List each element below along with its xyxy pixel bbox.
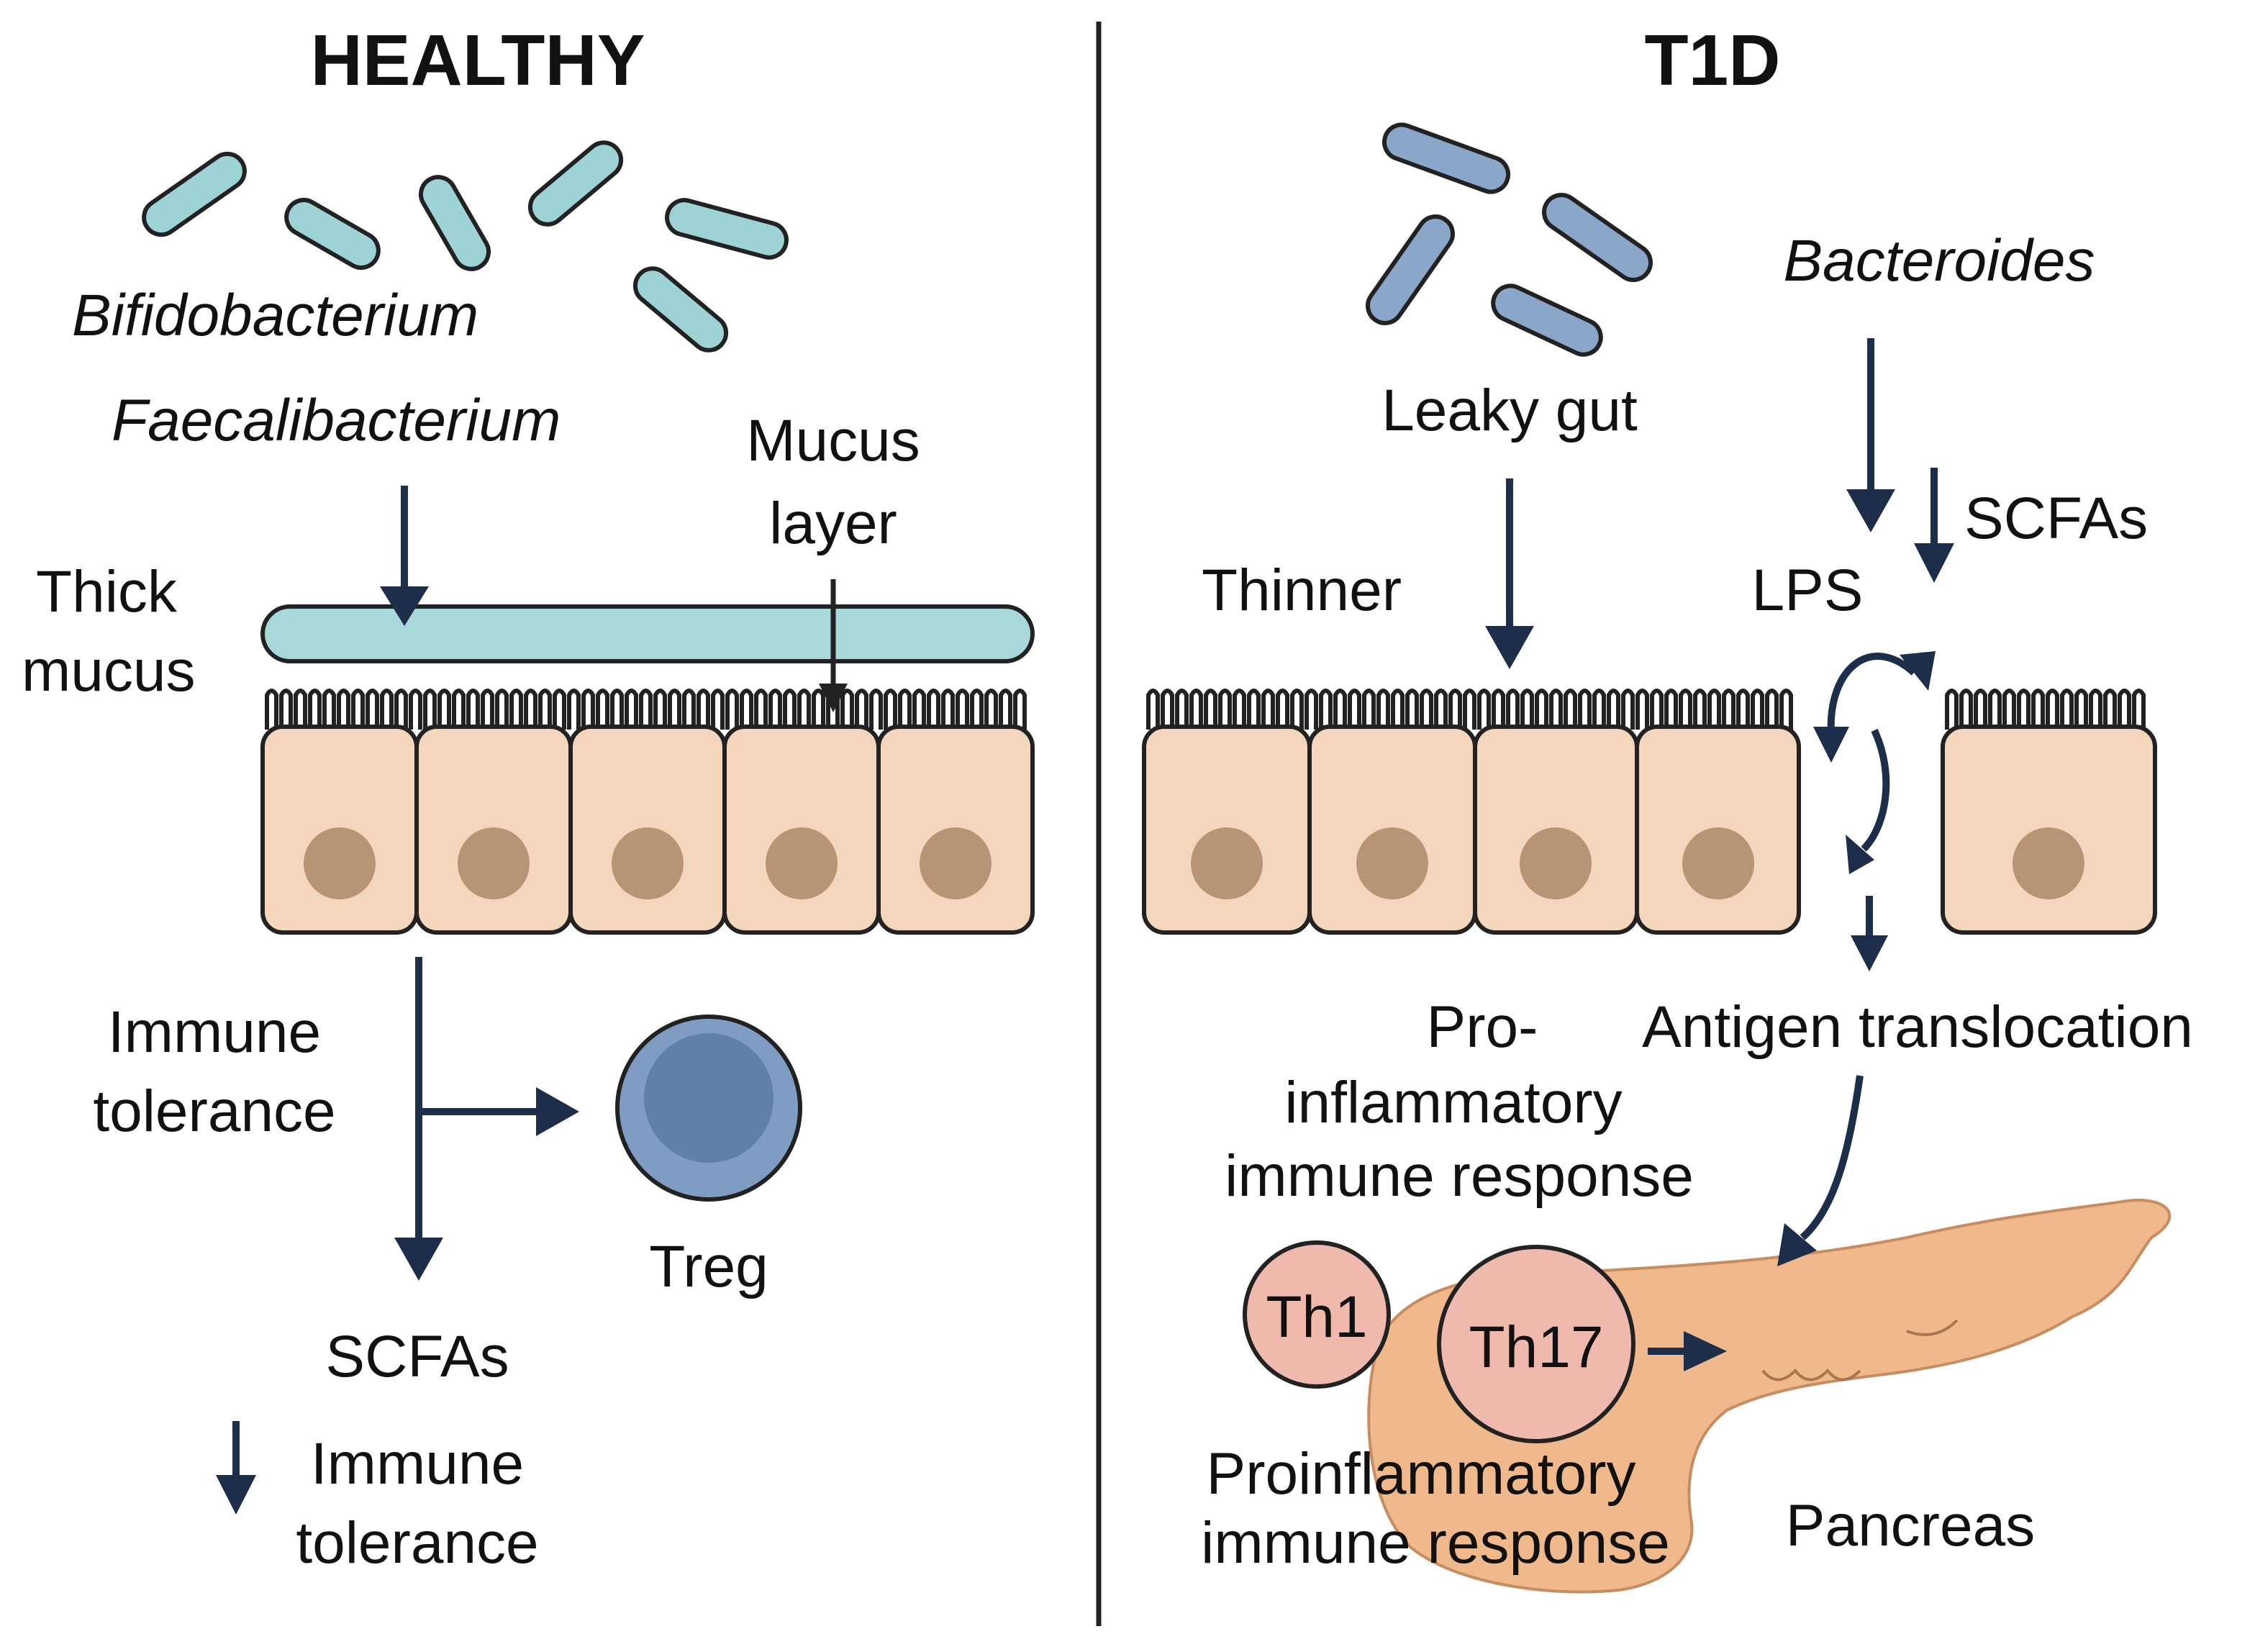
mucus-layer-label-2: layer [769,491,897,556]
thick-mucus-label: Thick [36,559,178,625]
pancreas-label: Pancreas [1786,1493,2035,1558]
th17-cell-icon [1437,1245,1635,1443]
reduced-tolerance-label: Immune [311,1431,524,1497]
pro-inflammatory-label-2: inflammatory [1284,1070,1622,1135]
treg-cell-icon [615,1015,802,1202]
immune-tolerance-label-2: tolerance [93,1079,335,1144]
decrease-arrow [216,1421,256,1515]
leaky-gut-label: Leaky gut [1381,378,1638,443]
treg-label: Treg [649,1234,768,1299]
th1-label: Th1 [1266,1284,1367,1350]
t1d-title: T1D [1645,20,1781,101]
healthy-epithelium [260,689,1035,935]
faecalibacterium-label: Faecalibacterium [112,388,561,453]
antigen-to-pancreas-arrow [1777,1075,1864,1266]
mucus-layer-label: Mucus [746,408,920,473]
t1d-panel: T1D Bacteroides Leaky gut SCFAs Thinner … [1142,20,2193,1594]
bifidobacterium-label: Bifidobacterium [72,283,478,348]
mucus-layer-pointer-arrow [819,579,848,712]
pro-inflammatory-label-3: immune response [1225,1143,1694,1209]
bacteria-to-mucus-arrow [380,486,429,626]
t1d-epithelium [1142,689,2157,935]
thick-mucus-label-2: mucus [22,638,196,704]
leaky-gut-arrow [1485,478,1534,669]
t1d-scfas-label: SCFAs [1964,486,2148,551]
bacteroides-label: Bacteroides [1783,228,2095,294]
proinflammatory-label-2: immune response [1201,1510,1670,1576]
thick-mucus-layer [260,604,1035,663]
pro-inflammatory-label: Pro- [1427,994,1538,1060]
lps-translocation-arrows [1813,651,1936,971]
healthy-scfas-label: SCFAs [325,1324,509,1389]
healthy-bacteria-icon [142,140,789,353]
lps-label: LPS [1752,558,1864,623]
bacteroides-down-arrow [1846,338,1895,532]
scfas-decrease-arrow [1914,468,1954,583]
th17-to-pancreas-arrow [1648,1331,1727,1371]
immune-tolerance-label: Immune [108,999,321,1065]
healthy-panel: HEALTHY Bifidobacterium Faecalibacterium… [22,20,1035,1576]
proinflammatory-label: Proinflammatory [1207,1441,1636,1507]
thinner-label: Thinner [1202,558,1402,623]
healthy-title: HEALTHY [311,20,645,101]
pancreas-ducts [1761,1319,1959,1381]
th17-label: Th17 [1469,1315,1604,1380]
th1-cell-icon [1243,1240,1391,1389]
epithelium-down-arrow [394,957,443,1281]
antigen-translocation-label: Antigen translocation [1642,994,2193,1060]
to-treg-arrow [419,1087,579,1136]
t1d-bacteria-icon [1366,122,1653,357]
reduced-tolerance-label-2: tolerance [296,1510,538,1576]
